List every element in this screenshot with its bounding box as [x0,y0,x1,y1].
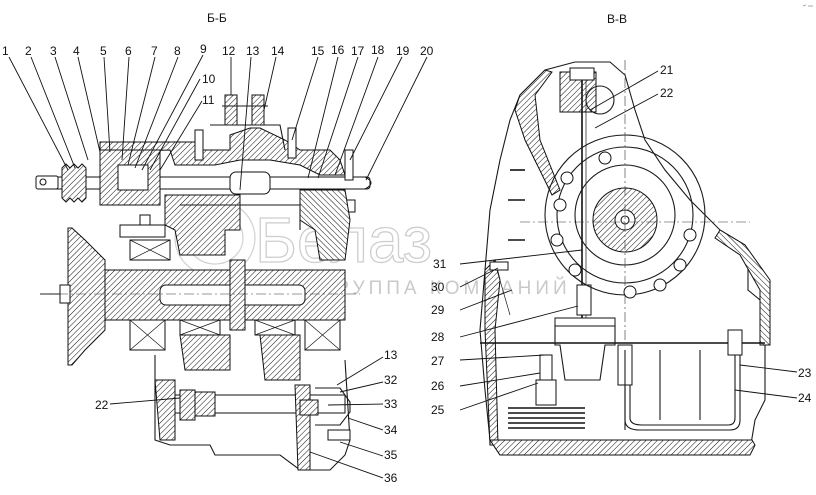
callout-24: 24 [798,391,812,405]
callout-32: 32 [384,373,398,387]
section-bb-drawing [35,94,372,471]
callout-15: 15 [311,44,325,58]
callout-33: 33 [384,397,398,411]
corner-mark [802,4,813,7]
callout-9: 9 [200,42,207,56]
callout-13-lower: 13 [384,348,398,362]
callout-labels: 1 2 3 4 5 6 7 8 9 12 13 14 15 16 17 18 1… [2,42,812,485]
callout-17: 17 [351,44,365,58]
callout-11: 11 [202,93,215,107]
callout-5: 5 [100,44,107,58]
callout-26: 26 [431,379,445,393]
section-vv-drawing [479,60,771,456]
callout-1: 1 [2,44,9,58]
callout-36: 36 [384,471,398,485]
callout-30: 30 [431,280,445,294]
callout-8: 8 [174,44,181,58]
callout-34: 34 [384,423,398,437]
callout-35: 35 [384,448,398,462]
callout-28: 28 [431,330,445,344]
callout-10: 10 [202,72,216,86]
callout-4: 4 [73,44,80,58]
watermark-subtitle: ГРУППА КОМПАНИЙ [322,277,571,299]
callout-7: 7 [151,44,158,58]
callout-27: 27 [431,354,445,368]
view-title-bb: Б-Б [207,11,227,25]
callout-29: 29 [431,303,445,317]
callout-19: 19 [396,44,410,58]
callout-2: 2 [25,44,32,58]
callout-22-vv: 22 [660,86,674,100]
callout-14: 14 [271,44,285,58]
leader-lines [8,54,798,479]
callout-12: 12 [222,44,236,58]
view-title-vv: В-В [607,12,627,26]
callout-31: 31 [433,257,447,271]
callout-13: 13 [246,44,260,58]
callout-25: 25 [431,403,445,417]
callout-18: 18 [371,43,385,57]
callout-20: 20 [420,44,434,58]
callout-6: 6 [125,44,132,58]
callout-21: 21 [660,63,674,77]
callout-3: 3 [50,44,57,58]
callout-16: 16 [331,43,345,57]
callout-22-bb: 22 [95,398,109,412]
callout-23: 23 [798,366,812,380]
